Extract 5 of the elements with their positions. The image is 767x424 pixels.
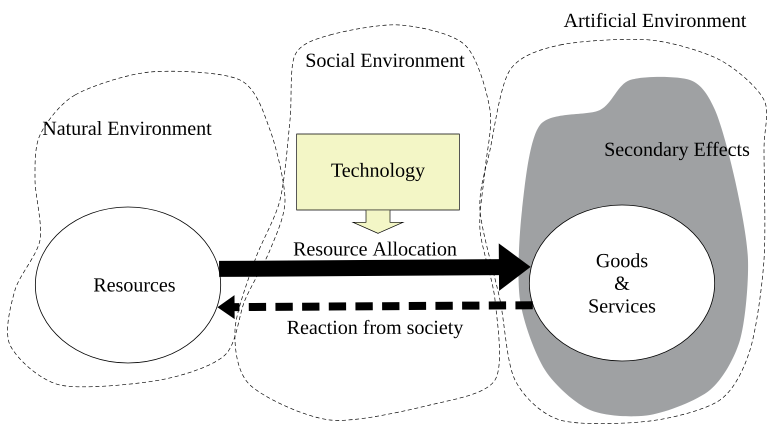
process-box: Technology bbox=[296, 134, 460, 210]
edge-label: Reaction from society bbox=[285, 318, 465, 340]
edge-label: Resource Allocation bbox=[292, 240, 458, 257]
node-label: Artificial Environment bbox=[564, 12, 746, 28]
block-arrow bbox=[351, 210, 405, 234]
